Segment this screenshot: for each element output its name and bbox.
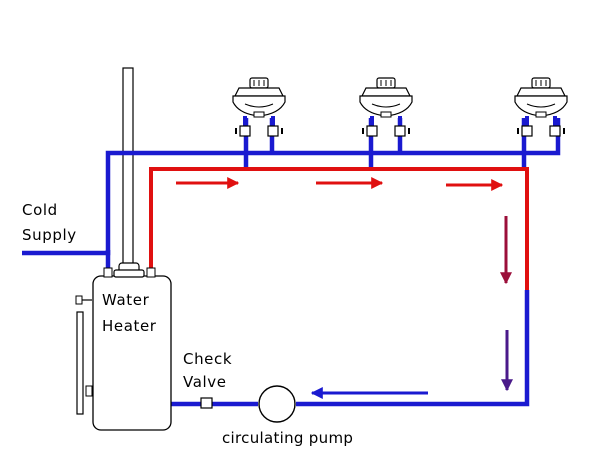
return-pipe bbox=[170, 290, 530, 407]
sink-2 bbox=[358, 76, 414, 138]
hot-water-pipe bbox=[149, 167, 529, 290]
flow-arrows bbox=[176, 177, 513, 399]
heater-label-1: Water bbox=[102, 291, 150, 309]
cold-supply-pipe bbox=[22, 118, 561, 268]
vent-pipe bbox=[122, 67, 134, 269]
fixture-drops bbox=[243, 118, 527, 168]
check-valve bbox=[200, 397, 213, 409]
heater-label-2: Heater bbox=[102, 317, 157, 335]
water-heater bbox=[75, 262, 172, 431]
circulating-pump bbox=[258, 385, 296, 423]
check-valve-label-2: Valve bbox=[183, 373, 227, 391]
pump-label: circulating pump bbox=[222, 429, 353, 447]
sink-1 bbox=[231, 76, 287, 138]
check-valve-label-1: Check bbox=[183, 350, 232, 368]
cold-supply-label-2: Supply bbox=[22, 226, 77, 244]
cold-supply-label-1: Cold bbox=[22, 201, 58, 219]
sink-3 bbox=[513, 76, 569, 138]
